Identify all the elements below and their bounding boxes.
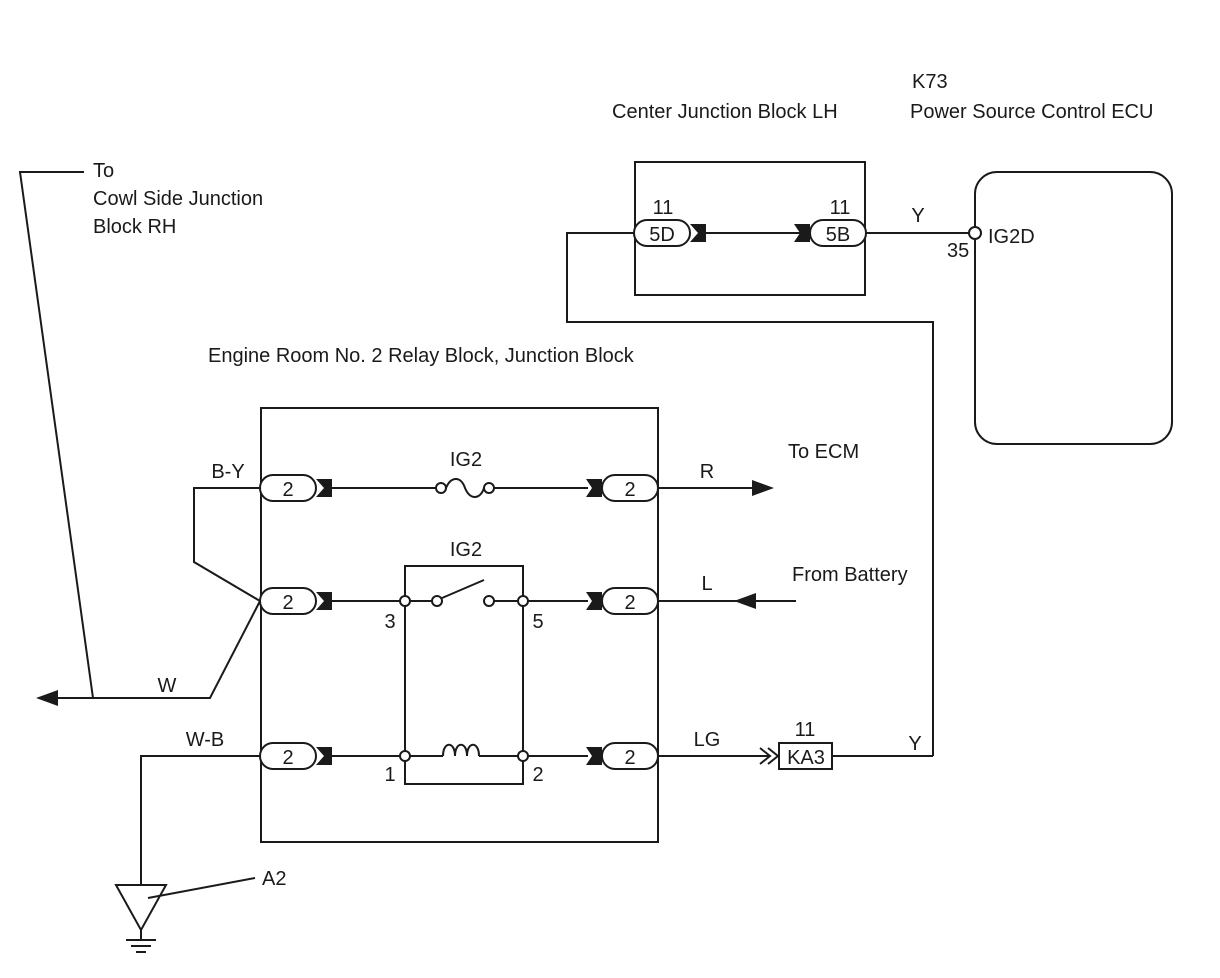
fuse-label: IG2 [450,449,482,471]
cowl-line-1: To [93,160,114,182]
left-external-wiring: B-Y W W-B [36,461,261,885]
ecu-terminal-pin: 35 [947,240,969,262]
conn-2-fuse-right: 2 [624,479,635,501]
wire-lg-label: LG [694,729,721,751]
center-jb-title: Center Junction Block LH [612,101,838,123]
conn-5d-pin: 11 [653,197,674,219]
relay-outline [404,565,524,785]
relay-pin-2: 2 [532,764,543,786]
ka3-pin: 11 [795,719,816,741]
cowl-line-3: Block RH [93,216,176,238]
conn-2-coil-left: 2 [282,747,293,769]
fuse-node-left [435,482,447,494]
fuse-row: 2 2 IG2 R To ECM [259,441,859,502]
to-ecm-label: To ECM [788,441,859,463]
relay-switch-blade [441,579,485,599]
ecu-terminal-name: IG2D [988,226,1035,248]
conn-5d-label: 5D [649,224,675,246]
conn-2-coil-right: 2 [624,747,635,769]
ecu-code: K73 [912,71,948,93]
cowl-reference: To Cowl Side Junction Block RH [18,160,263,699]
engine-relay-block [260,407,659,843]
from-battery-label: From Battery [792,564,908,586]
relay-pin-5: 5 [532,611,543,633]
battery-arrow-icon [734,593,756,609]
engine-rb-title: Engine Room No. 2 Relay Block, Junction … [208,345,635,367]
cowl-arrow-icon [36,690,58,706]
wire-y-upper: Y [911,205,924,227]
power-source-ecu: IG2D 35 [947,171,1173,445]
relay-switch-row: 2 2 IG2 3 5 L From Battery [259,539,908,785]
relay-coil-row: 2 2 1 2 LG KA3 11 Y [259,719,933,786]
ground-label: A2 [262,868,286,890]
relay-coil-icon [442,743,480,757]
conn-5b-pin: 11 [830,197,851,219]
fuse-node-right [483,482,495,494]
relay-pin-1: 1 [384,764,395,786]
ecu-name: Power Source Control ECU [910,101,1153,123]
conn-2-switch-left: 2 [282,592,293,614]
wire-l-label: L [701,573,712,595]
conn-5b-label: 5B [826,224,850,246]
ka3-label: KA3 [787,747,825,769]
wire-b-y-label: B-Y [211,461,244,483]
cowl-line-2: Cowl Side Junction [93,188,263,210]
wire-r-label: R [700,461,714,483]
wire-w-b-label: W-B [186,729,225,751]
ground-a2: A2 [114,868,286,953]
ecm-arrow-icon [752,480,774,496]
wire-w-label: W [158,675,177,697]
relay-pin-3: 3 [384,611,395,633]
center-junction-block: 5D 5B 11 11 Y [566,161,969,756]
wire-y-lower: Y [908,733,921,755]
conn-2-fuse-left: 2 [282,479,293,501]
conn-2-switch-right: 2 [624,592,635,614]
relay-label: IG2 [450,539,482,561]
